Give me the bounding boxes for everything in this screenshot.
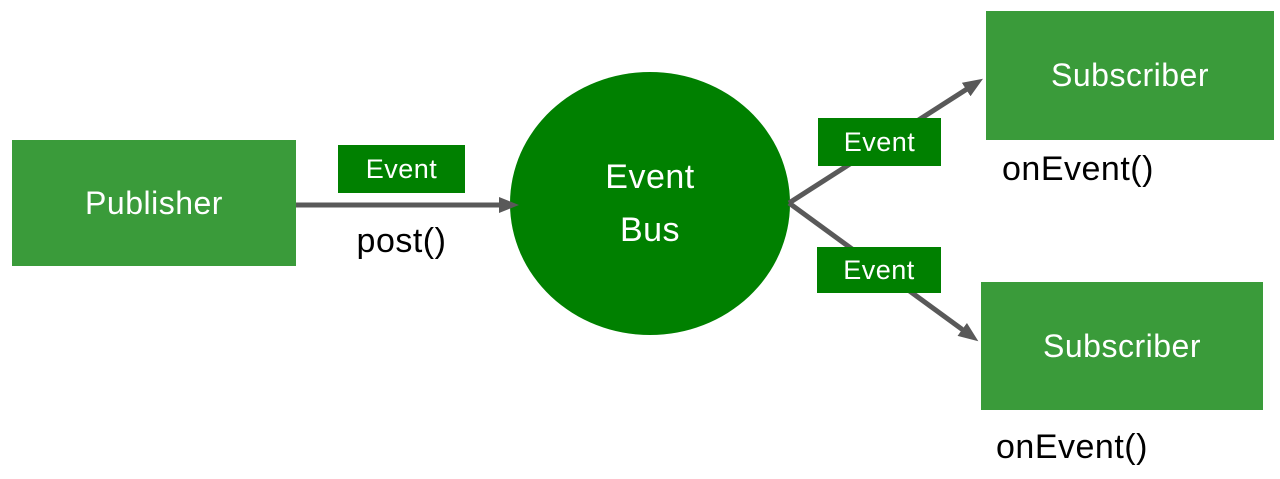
- event-bus-circle: Event Bus: [510, 72, 790, 335]
- event-badge-top: Event: [818, 118, 941, 166]
- event-badge-post-label: Event: [365, 153, 438, 184]
- subscriber-top-label: Subscriber: [1051, 57, 1209, 93]
- event-badge-bottom: Event: [817, 247, 941, 293]
- event-badge-bottom-label: Event: [843, 254, 915, 285]
- event-badge-top-label: Event: [843, 126, 916, 157]
- onevent-method-label-top: onEvent(): [1002, 150, 1154, 188]
- publisher-box: Publisher: [12, 140, 296, 266]
- subscriber-bottom-label: Subscriber: [1043, 327, 1201, 364]
- onevent-method-label-bottom: onEvent(): [996, 428, 1148, 466]
- event-bus-label-line2: Bus: [619, 210, 681, 249]
- publisher-label: Publisher: [85, 184, 223, 221]
- event-bus-label-line1: Event: [605, 157, 695, 196]
- post-method-label: post(): [356, 222, 447, 260]
- subscriber-box-bottom: Subscriber: [981, 282, 1263, 410]
- event-badge-post: Event: [338, 145, 465, 193]
- subscriber-box-top: Subscriber: [986, 11, 1274, 140]
